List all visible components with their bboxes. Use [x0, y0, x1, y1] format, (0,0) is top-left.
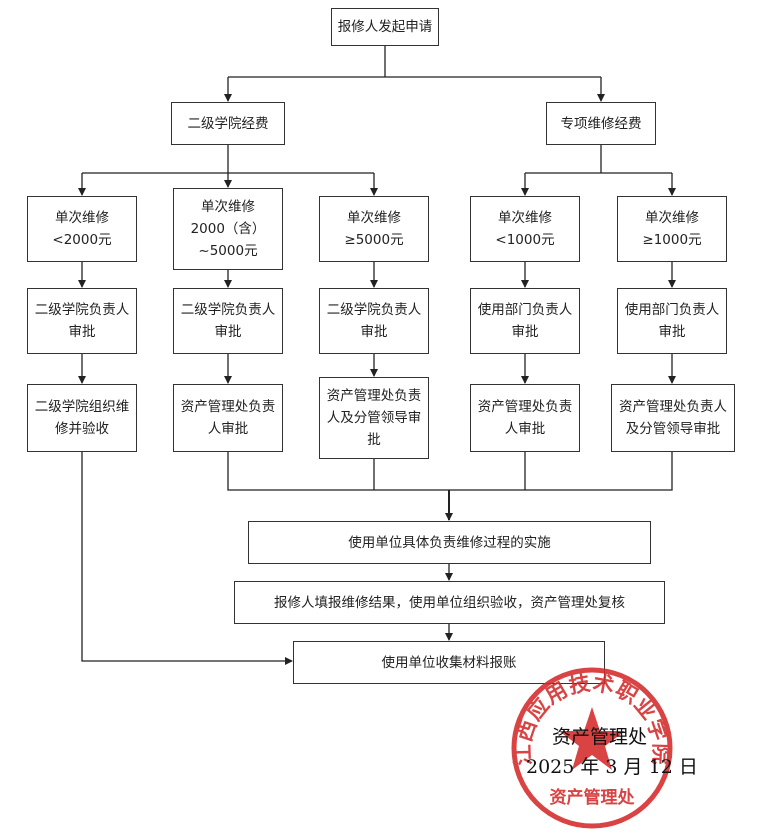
node-s1-range: 单次维修 <1000元: [470, 196, 580, 262]
node-c1-range: 单次维修 <2000元: [27, 196, 137, 262]
node-c3-step3: 资产管理处负责 人及分管领导审 批: [319, 377, 429, 459]
node-s1-approve: 使用部门负责人 审批: [470, 288, 580, 354]
node-college-fund: 二级学院经费: [171, 102, 285, 145]
node-start: 报修人发起申请: [331, 8, 439, 46]
footer-office: 资产管理处: [552, 726, 648, 748]
node-verify: 报修人填报维修结果，使用单位组织验收，资产管理处复核: [234, 581, 665, 624]
node-s2-approve: 使用部门负责人 审批: [617, 288, 727, 354]
node-c1-step3: 二级学院组织维 修并验收: [27, 384, 137, 452]
node-reimburse: 使用单位收集材料报账: [293, 641, 605, 684]
node-c1-approve: 二级学院负责人 审批: [27, 288, 137, 354]
official-seal: 江西应用技术职业学院 资产管理处: [510, 667, 673, 829]
svg-text:资产管理处: 资产管理处: [550, 787, 636, 808]
node-c3-range: 单次维修 ≥5000元: [319, 196, 429, 262]
node-c2-approve: 二级学院负责人 审批: [173, 288, 283, 354]
node-c2-step3: 资产管理处负责 人审批: [173, 384, 283, 452]
connector-merge-outer: [227, 452, 673, 491]
footer-date: 2025 年 3 月 12 日: [526, 756, 698, 778]
node-s2-step3: 资产管理处负责人 及分管领导审批: [611, 384, 735, 452]
node-c3-approve: 二级学院负责人 审批: [319, 288, 429, 354]
node-c2-range: 单次维修 2000（含） ~5000元: [173, 188, 283, 270]
arrow-c1-to-reimburse: [81, 452, 293, 665]
node-s1-step3: 资产管理处负责 人审批: [470, 384, 580, 452]
node-s2-range: 单次维修 ≥1000元: [617, 196, 727, 262]
node-special-fund: 专项维修经费: [546, 102, 656, 145]
node-implement: 使用单位具体负责维修过程的实施: [248, 521, 651, 564]
